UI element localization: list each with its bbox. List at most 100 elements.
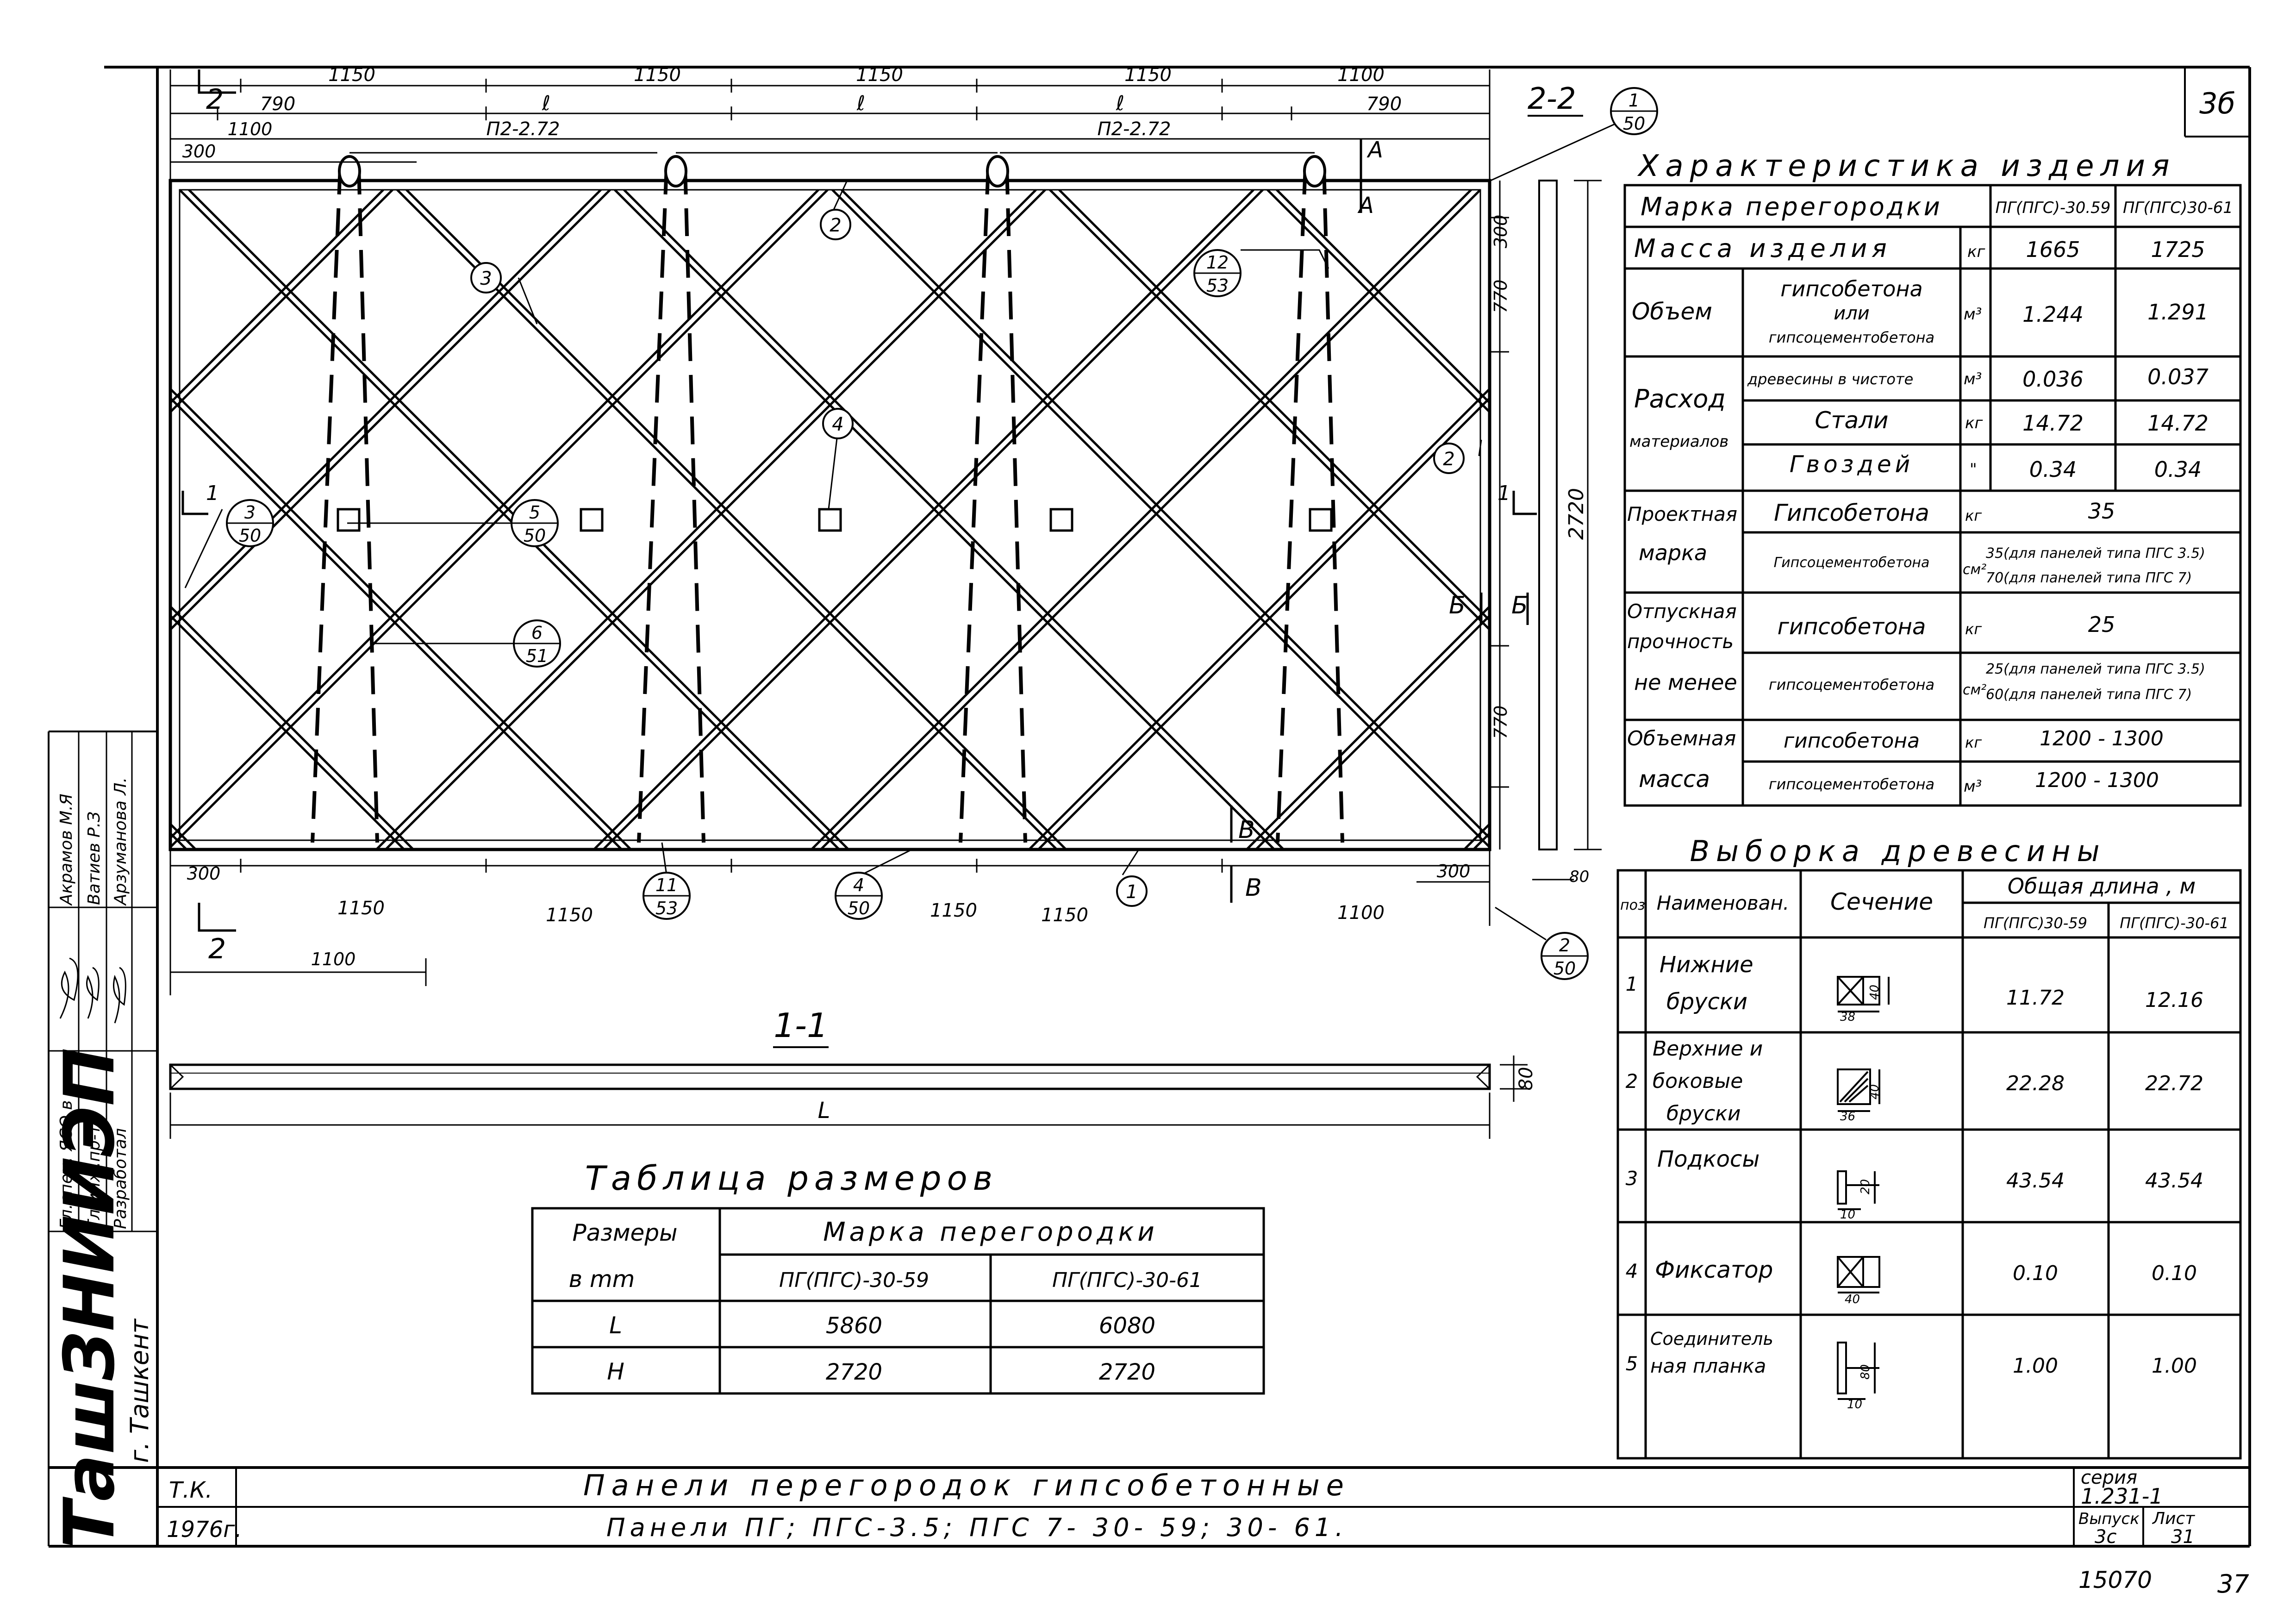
ref-top: 12 bbox=[1206, 252, 1229, 273]
signature-role: Гл.спец. ЯСО в bbox=[57, 1100, 76, 1229]
wood-row-name: Подкосы bbox=[1657, 1146, 1759, 1172]
char-steel-v2: 14.72 bbox=[2147, 411, 2209, 436]
signature-name: Арзуманова Л. bbox=[111, 777, 130, 906]
dim-top: 1150 bbox=[634, 64, 681, 86]
dimension-texts: 1150 1150 1150 1150 1100 790 ℓ ℓ ℓ 790 1… bbox=[182, 64, 1590, 969]
callout-number: 1 bbox=[1126, 881, 1137, 903]
title-line-1: Панели перегородок гипсобетонные bbox=[583, 1468, 1350, 1502]
dim-l: ℓ bbox=[542, 92, 550, 115]
wood-row-pos: 2 bbox=[1626, 1070, 1638, 1093]
wood-row-v1: 43.54 bbox=[2006, 1169, 2065, 1193]
char-design-gc-unit: см² bbox=[1963, 562, 1986, 578]
ref-top: 4 bbox=[853, 875, 864, 895]
char-design-label: марка bbox=[1639, 540, 1707, 565]
wood-col-name: Наименован. bbox=[1657, 892, 1790, 914]
dim-1100: 1100 bbox=[228, 119, 273, 139]
dim-1100-bottom: 1100 bbox=[311, 949, 356, 969]
dim-l: ℓ bbox=[856, 92, 865, 115]
sizes-header-unit: в mm bbox=[569, 1266, 635, 1293]
char-design-label: Проектная bbox=[1627, 503, 1737, 525]
dim-bottom: 1100 bbox=[1337, 902, 1385, 924]
wood-row-name: Соединитель bbox=[1650, 1329, 1773, 1349]
label-B: Б bbox=[1511, 592, 1528, 619]
char-design-gc-val: 35(для панелей типа ПГС 3.5) bbox=[1986, 545, 2205, 562]
organization-city: г. Ташкент bbox=[125, 1318, 154, 1463]
characteristics-title: Характеристика изделия bbox=[1637, 149, 2176, 183]
title-block-tk: Т.К. bbox=[169, 1477, 212, 1503]
section-dim: 40 bbox=[1868, 1084, 1882, 1099]
dim-top: 1150 bbox=[856, 64, 903, 86]
wood-row-pos: 5 bbox=[1626, 1352, 1638, 1375]
title-block-year: 1976г. bbox=[167, 1517, 242, 1543]
char-release-gc-val: 25(для панелей типа ПГС 3.5) bbox=[1986, 661, 2205, 677]
sizes-row-v2: 2720 bbox=[1099, 1359, 1155, 1385]
char-mass-v2: 1725 bbox=[2151, 237, 2205, 262]
ref-top: 2 bbox=[1559, 935, 1570, 956]
char-density-g-val: 1200 - 1300 bbox=[2040, 727, 2164, 750]
wood-row-pos: 3 bbox=[1626, 1167, 1638, 1190]
dim-790-left: 790 bbox=[260, 94, 295, 115]
section-1-1-label: 1-1 bbox=[774, 1006, 828, 1045]
char-design-g-val: 35 bbox=[2088, 499, 2115, 524]
char-density-gc-unit: м³ bbox=[1964, 777, 1982, 796]
callout-number: 4 bbox=[832, 414, 843, 435]
char-design-g-unit: кг bbox=[1965, 507, 1982, 525]
char-mass-unit: кг bbox=[1967, 243, 1986, 261]
char-nails-label: Гвоздей bbox=[1790, 451, 1914, 478]
dim-300-top: 300 bbox=[182, 141, 216, 162]
fixators bbox=[337, 508, 1333, 532]
wood-col2: ПГ(ПГС)-30-61 bbox=[2120, 914, 2229, 932]
char-nails-v1: 0.34 bbox=[2029, 457, 2077, 482]
wood-row-name: боковые bbox=[1653, 1069, 1743, 1093]
leader-lines bbox=[184, 122, 1618, 941]
wood-row-pos: 1 bbox=[1626, 973, 1638, 995]
callout-number: 2 bbox=[830, 215, 841, 236]
title-block bbox=[157, 1468, 2250, 1546]
section-dim: 36 bbox=[1840, 1110, 1855, 1124]
char-volume-desc: гипсобетона bbox=[1780, 276, 1922, 301]
sizes-row-v1: 5860 bbox=[826, 1313, 882, 1339]
sizes-header-dims: Размеры bbox=[572, 1219, 677, 1246]
section-dim: 40 bbox=[1868, 985, 1882, 1000]
section-1-1-80: 80 bbox=[1516, 1067, 1537, 1091]
wood-row-pos: 4 bbox=[1626, 1260, 1638, 1282]
title-line-2: Панели ПГ; ПГС-3.5; ПГС 7- 30- 59; 30- 6… bbox=[606, 1513, 1348, 1542]
char-release-label: Отпускная bbox=[1627, 600, 1737, 623]
ref-bottom: 50 bbox=[1554, 958, 1576, 979]
ref-bottom: 50 bbox=[1623, 113, 1645, 134]
char-release-gc-val: 60(для панелей типа ПГС 7) bbox=[1986, 687, 2192, 703]
dimension-lines bbox=[169, 69, 1602, 995]
section-1-1: 1-1 L 80 bbox=[169, 1006, 1537, 1139]
char-release-label: прочность bbox=[1627, 630, 1734, 653]
dim-790-right: 790 bbox=[1366, 94, 1402, 115]
loop-mark: П2-2.72 bbox=[486, 119, 560, 140]
dim-bottom: 1150 bbox=[1041, 905, 1088, 926]
signature-block bbox=[49, 731, 157, 1232]
label-V: В bbox=[1245, 874, 1262, 902]
char-wood-unit: м³ bbox=[1964, 370, 1982, 388]
wood-row-v2: 0.10 bbox=[2152, 1262, 2197, 1285]
char-release-g-val: 25 bbox=[2088, 612, 2115, 637]
ref-top: 11 bbox=[655, 875, 678, 895]
wood-row-v2: 1.00 bbox=[2152, 1354, 2197, 1378]
label-A: А bbox=[1366, 137, 1383, 163]
wood-row-v1: 0.10 bbox=[2013, 1262, 2058, 1285]
char-release-label: не менее bbox=[1634, 670, 1737, 695]
series-label: серия bbox=[2081, 1467, 2137, 1488]
char-density-g: гипсобетона bbox=[1784, 729, 1920, 753]
char-release-g: гипсобетона bbox=[1778, 614, 1926, 640]
sizes-row-v1: 2720 bbox=[826, 1359, 882, 1385]
ref-top: 3 bbox=[244, 502, 256, 523]
char-design-g: Гипсобетона bbox=[1774, 500, 1929, 526]
ref-top: 5 bbox=[529, 502, 540, 523]
section-sketches bbox=[1837, 976, 1890, 1400]
sizes-header-group: Марка перегородки bbox=[823, 1217, 1158, 1247]
signature-name: Акрамов М.Я bbox=[57, 793, 76, 906]
wood-row-v2: 12.16 bbox=[2145, 988, 2203, 1012]
wood-row-v1: 1.00 bbox=[2013, 1354, 2058, 1378]
char-nails-unit: " bbox=[1970, 460, 1977, 479]
char-consumption-label: Расход bbox=[1634, 384, 1726, 413]
issue-label: Выпуск bbox=[2078, 1510, 2140, 1528]
callout-circles bbox=[226, 87, 1658, 980]
